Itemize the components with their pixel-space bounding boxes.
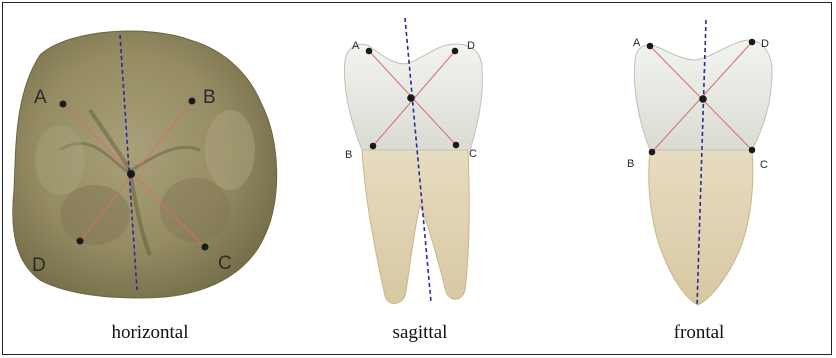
point-c bbox=[202, 244, 209, 251]
point-c bbox=[749, 147, 756, 154]
point-d bbox=[452, 48, 459, 55]
point-d bbox=[77, 238, 84, 245]
horizontal-panel: A B C D bbox=[13, 31, 277, 298]
sagittal-panel: A D B C bbox=[344, 18, 482, 304]
point-d bbox=[749, 39, 756, 46]
caption-horizontal: horizontal bbox=[50, 322, 250, 344]
label-d: D bbox=[32, 255, 46, 276]
point-a bbox=[60, 101, 67, 108]
label-d: D bbox=[467, 40, 475, 52]
point-a bbox=[647, 43, 654, 50]
point-a bbox=[366, 48, 373, 55]
label-c: C bbox=[760, 159, 768, 171]
point-c bbox=[453, 142, 460, 149]
label-b: B bbox=[345, 149, 352, 161]
center-point bbox=[699, 95, 707, 103]
cusp bbox=[160, 178, 230, 242]
point-b bbox=[370, 143, 377, 150]
center-point bbox=[407, 94, 415, 102]
point-b bbox=[649, 149, 656, 156]
label-c: C bbox=[469, 148, 477, 160]
label-a: A bbox=[352, 40, 360, 52]
root bbox=[649, 150, 753, 305]
label-b: B bbox=[627, 158, 634, 170]
label-b: B bbox=[203, 87, 216, 108]
center-point bbox=[127, 170, 135, 178]
caption-frontal: frontal bbox=[599, 322, 799, 344]
caption-sagittal: sagittal bbox=[320, 322, 520, 344]
frontal-panel: A D B C bbox=[627, 20, 772, 306]
root bbox=[362, 150, 469, 304]
label-c: C bbox=[218, 253, 232, 274]
label-a: A bbox=[34, 87, 47, 108]
point-b bbox=[189, 98, 196, 105]
cusp bbox=[35, 125, 85, 195]
cusp bbox=[205, 110, 255, 190]
cusp bbox=[60, 185, 130, 245]
label-d: D bbox=[761, 38, 769, 50]
label-a: A bbox=[633, 37, 641, 49]
